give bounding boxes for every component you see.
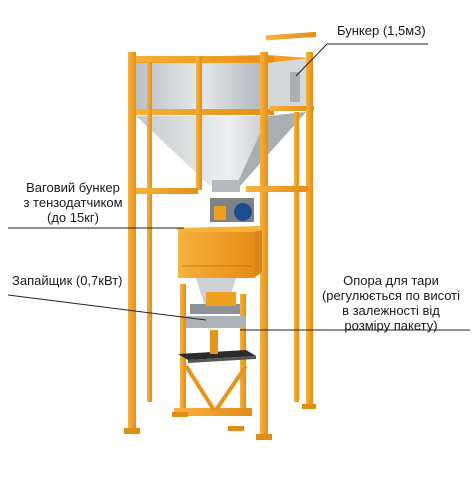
label-weigh-hopper-line1: Ваговий бункер [26,180,120,195]
foot-inner-right [228,426,244,431]
bunker-side-panel [268,58,310,112]
sealer-housing [206,292,236,306]
weigh-hopper [176,226,264,304]
label-support-line3: в залежності від [342,303,440,318]
support-tray-edge [188,356,256,363]
label-weigh-hopper: Ваговий бункер з тензодатчиком (до 15кг) [10,180,136,225]
frame-top-right-beam [266,31,316,41]
frame-leg-back-left [147,62,152,402]
support-tray [178,350,256,360]
frame-crossbeam-right [246,186,308,192]
label-support-line4: розміру пакету) [344,318,438,333]
frame-leg-front-left [128,52,136,432]
foot-front-right [256,434,272,440]
sealer-bar [186,316,246,328]
frame-inner-post-left [180,284,186,414]
label-sealer: Запайщик (0,7кВт) [12,273,123,288]
sealer [186,292,246,328]
diagonal-braces [184,364,248,412]
feeder-motor [210,198,254,222]
support-post [210,330,218,354]
leader-bunker [295,43,428,77]
label-bunker: Бункер (1,5м3) [337,23,426,38]
bunker-window [290,72,300,102]
frame-brace-bottom [174,408,252,416]
weigh-hopper-side [254,230,262,278]
frame-leg-front-mid [196,56,202,190]
leader-lines [7,43,470,331]
weigh-hopper-body [178,232,254,278]
label-weigh-hopper-line2: з тензодатчиком [23,195,123,210]
feeder-flange [214,206,226,220]
foot-front-left [124,428,140,434]
motor-blue [234,203,252,221]
frame-leg-back-right [306,52,313,408]
top-bunker [133,55,310,192]
frame-leg-front-right [260,52,268,438]
frame-mid-right-beam [270,106,314,111]
leader-sealer [7,294,207,321]
frame-crossbeam-left [136,188,198,194]
label-support-line2: (регулюється по висоті [321,288,461,303]
frame-leg-back-mid [294,112,299,402]
label-support-line1: Опора для тари [343,273,439,288]
label-support: Опора для тари (регулюється по висоті в … [315,273,467,333]
foot-inner-left [172,412,188,417]
label-weigh-hopper-line3: (до 15кг) [47,210,99,225]
bunker-cone-shadow [236,112,306,186]
foot-back-right [302,404,316,409]
bag-support [178,330,256,363]
sealer-jaw [190,304,240,314]
bunker-outlet [212,180,240,192]
